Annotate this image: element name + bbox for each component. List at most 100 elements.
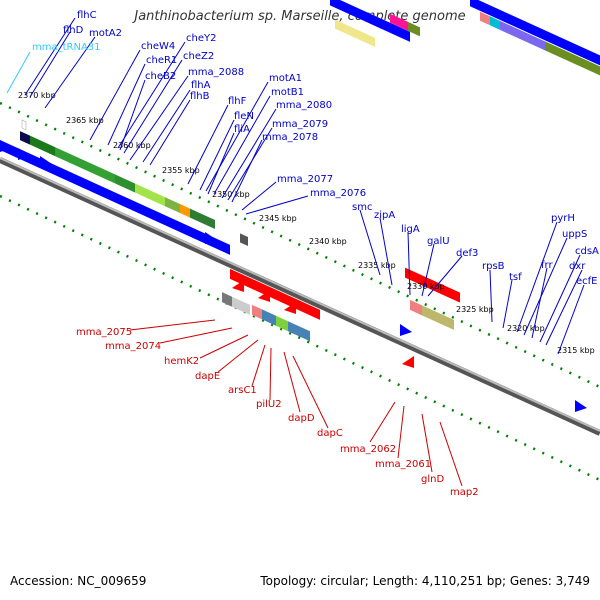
leader-line [489, 269, 493, 323]
leader-line [89, 49, 141, 141]
feature-block [20, 131, 30, 145]
leader-line [251, 344, 266, 387]
leader-line [44, 36, 96, 109]
leader-line [29, 31, 71, 98]
gene-label: mma_2062 [340, 444, 396, 455]
leader-line [123, 59, 183, 154]
leader-line [199, 119, 235, 191]
gene-label: dapE [195, 371, 220, 382]
reverse-cds-block [230, 268, 320, 320]
gene-label: motA2 [89, 28, 122, 39]
leader-line [502, 279, 513, 329]
feature-block [408, 21, 420, 37]
feature-block [252, 304, 262, 320]
gene-label: mma_2079 [272, 119, 328, 130]
gene-label: ligA [401, 224, 420, 235]
leader-line [221, 108, 277, 199]
ruler-label: 2345 kbp [259, 214, 297, 223]
gene-label: cheR1 [146, 55, 177, 66]
gene-label: mma_2076 [310, 188, 366, 199]
leader-line [245, 195, 309, 215]
leader-line [545, 269, 583, 346]
genome-backbone [0, 157, 600, 436]
forward-gene-labels: flhC flhD motA2 mma_tRNA31 cheW4 cheY2 c… [32, 10, 599, 287]
reverse-arrow [258, 290, 270, 302]
gene-label: flhA [191, 80, 211, 91]
feature-block [410, 299, 422, 316]
gene-label: dxr [569, 261, 586, 272]
forward-arrowheads [0, 140, 587, 412]
feature-block [135, 183, 165, 207]
gene-label: cheY2 [186, 33, 216, 44]
leader-line [213, 95, 271, 195]
ruler-labels: 2370 kbp 2365 kbp 2360 kbp 2355 kbp 2350… [18, 91, 595, 355]
gene-label: motB1 [271, 87, 304, 98]
gene-label: rpsB [482, 261, 505, 272]
leader-line [539, 254, 581, 343]
leader-line [207, 132, 235, 195]
forward-arrow [0, 140, 12, 152]
gene-label: mma_2061 [375, 459, 431, 470]
gene-label: mma_2078 [262, 132, 318, 143]
reverse-leader-lines [129, 319, 463, 487]
leader-line [107, 63, 146, 146]
leader-line [557, 284, 585, 355]
gene-label: zipA [374, 210, 395, 221]
reverse-strand-features [222, 267, 460, 368]
forward-strand-features [0, 0, 600, 412]
leader-line [159, 327, 233, 344]
feature-block [240, 233, 248, 247]
gene-label: fliA [234, 124, 250, 135]
leader-line [187, 104, 229, 185]
feature-block [165, 197, 180, 214]
gene-label: mma_2075 [76, 327, 132, 338]
forward-arrow [400, 324, 412, 336]
gene-label: cheB2 [145, 71, 176, 82]
leader-line [359, 209, 381, 276]
forward-cds-row [0, 0, 600, 255]
leader-line [269, 347, 272, 401]
gene-label: flhC [77, 10, 97, 21]
leader-line [421, 243, 435, 297]
leader-line [283, 351, 301, 413]
gene-label: cheZ2 [183, 51, 214, 62]
ruler-label: 2320 kbp [507, 324, 545, 333]
gene-label: pyrH [551, 213, 575, 224]
tick-lines [0, 101, 600, 482]
gene-label: mma_2080 [276, 100, 332, 111]
feature-block [55, 147, 115, 184]
leader-line [205, 81, 269, 192]
genome-stats-label: Topology: circular; Length: 4,110,251 bp… [260, 574, 590, 588]
backbone-dark [0, 157, 600, 436]
forward-arrow [40, 156, 52, 168]
leader-line [397, 405, 405, 459]
feature-block [180, 204, 190, 218]
ruler-label: 2360 kbp [113, 141, 151, 150]
ruler-label: 2370 kbp [18, 91, 56, 100]
leader-line [129, 319, 216, 331]
leader-line [407, 231, 411, 296]
forward-cds-block [330, 0, 410, 42]
gene-label: dapC [317, 428, 343, 439]
gene-label: arsC1 [228, 385, 257, 396]
leader-line [24, 17, 76, 96]
gene-label: mma_2077 [277, 174, 333, 185]
gene-label: flhD [63, 25, 84, 36]
leader-line [117, 41, 186, 149]
gene-label: cheW4 [141, 41, 175, 52]
gene-label: tsf [509, 272, 522, 283]
forward-cds-block [0, 140, 230, 255]
forward-arrow [205, 232, 217, 244]
leader-line [421, 413, 433, 473]
upper-tick-line [0, 101, 600, 389]
forward-arrow [575, 400, 587, 412]
feature-block [422, 305, 454, 330]
leader-line [531, 267, 548, 339]
ruler-label: 2325 kbp [456, 305, 494, 314]
leader-line [199, 334, 249, 359]
feature-block [232, 296, 250, 315]
leader-line [523, 237, 568, 336]
reverse-arrow [232, 280, 244, 292]
